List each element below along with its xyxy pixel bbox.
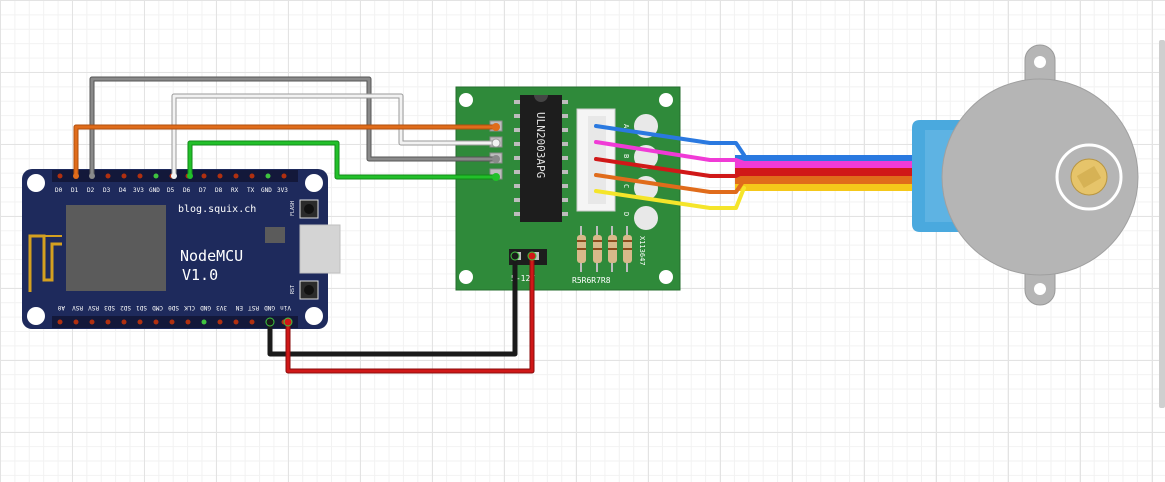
board-name-line1: NodeMCU [180, 247, 243, 265]
pin-label: SD1 [136, 304, 147, 311]
mount-hole [659, 270, 673, 284]
wire-endpoints [73, 123, 537, 327]
pin-label: D3 [103, 187, 111, 194]
led-label-b: B [622, 154, 630, 158]
pin-label: Vin [280, 304, 291, 311]
rst-label: RST [290, 285, 296, 294]
pin-label: D6 [183, 187, 191, 194]
uln2003-driver-board[interactable]: ULN2003APG A B C D [455, 86, 681, 291]
pin-label: D5 [167, 187, 175, 194]
pin-label: SD3 [104, 304, 115, 311]
mount-hole [27, 307, 45, 325]
mount-hole [659, 93, 673, 107]
board-name-line2: V1.0 [182, 266, 218, 284]
board-code: X113647 [638, 236, 646, 266]
nodemcu-board[interactable]: D0 D1 D2 D3 D4 3V3 GND D5 D6 D7 D8 RX TX… [22, 169, 341, 329]
pin-label: D4 [119, 187, 127, 194]
pin-label: 3V3 [277, 187, 288, 194]
resistor-array [577, 226, 632, 272]
pin-label: EN [235, 304, 243, 311]
pin-label: GND [149, 187, 160, 194]
motor-cable-bundle [735, 155, 915, 191]
pin-label: GND [264, 304, 275, 311]
motor-body [941, 78, 1139, 276]
vertical-scrollbar[interactable] [1159, 40, 1165, 408]
mount-hole [305, 174, 323, 192]
resistor-labels: R5R6R7R8 [572, 276, 611, 285]
stepper-motor[interactable] [735, 44, 1139, 306]
uln2003-chip: ULN2003APG [514, 95, 568, 222]
led-label-a: A [622, 124, 630, 129]
pin-label: RSV [88, 304, 99, 311]
pin-label: A0 [57, 304, 65, 311]
motor-mount-ear-top [1024, 44, 1056, 81]
top-pin-labels: D0 D1 D2 D3 D4 3V3 GND D5 D6 D7 D8 RX TX… [55, 187, 288, 194]
bottom-pin-header [52, 316, 298, 328]
pin-label: CMD [152, 304, 163, 311]
pin-label: D8 [215, 187, 223, 194]
mount-hole [27, 174, 45, 192]
motor-mount-ear-bottom [1024, 269, 1056, 306]
pin-label: 3V3 [216, 304, 227, 311]
wire-orange-d1-in1[interactable] [73, 124, 499, 179]
wire-red-c[interactable] [594, 157, 746, 178]
power-label: 5-12V [511, 274, 535, 283]
usb-port [299, 224, 341, 274]
pin-label: GND [261, 187, 272, 194]
mount-hole [459, 270, 473, 284]
pin-label: GND [200, 304, 211, 311]
pin-label: TX [247, 187, 255, 194]
pin-label: SD0 [168, 304, 179, 311]
chip-label: ULN2003APG [534, 112, 547, 178]
pin-label: D0 [55, 187, 63, 194]
pin-label: SD2 [120, 304, 131, 311]
pin-label: D2 [87, 187, 95, 194]
wires [73, 76, 746, 374]
pin-label: RSV [72, 304, 83, 311]
pin-label: D7 [199, 187, 207, 194]
pin-label: RX [231, 187, 239, 194]
mount-hole [459, 93, 473, 107]
pin-label: D1 [71, 187, 79, 194]
wire-blue-a[interactable] [594, 124, 746, 157]
mount-hole [305, 307, 323, 325]
pin-label: CLK [184, 304, 195, 311]
pin-label: RST [248, 304, 259, 311]
bottom-pin-labels: A0 RSV RSV SD3 SD2 SD1 CMD SD0 CLK GND 3… [57, 304, 291, 311]
wire-orange-d[interactable] [594, 173, 746, 194]
board-url: blog.squix.ch [178, 204, 256, 215]
wire-yellow-e[interactable] [594, 186, 746, 210]
pin-label: 3V3 [133, 187, 144, 194]
wire-pink-b[interactable] [594, 140, 746, 165]
esp-module [66, 205, 166, 291]
led-label-c: C [622, 184, 630, 188]
flash-label: FLASH [290, 201, 296, 216]
led-label-d: D [622, 212, 630, 216]
wire-black-gnd[interactable] [267, 253, 518, 357]
usb-chip [265, 227, 285, 243]
